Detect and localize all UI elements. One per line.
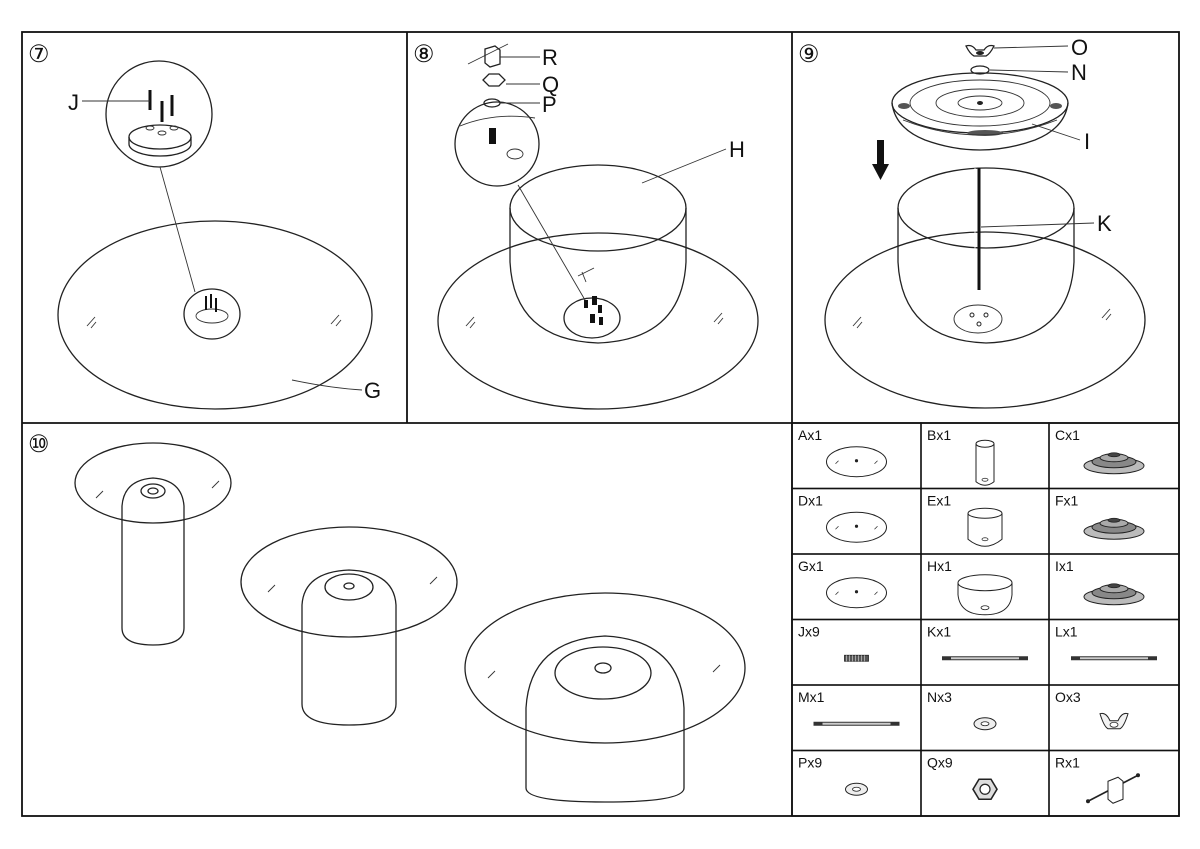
label-i: I	[1084, 129, 1090, 154]
assembled-table-medium	[240, 526, 458, 726]
part-label-i: Ix1	[1055, 558, 1074, 574]
leader-g	[291, 379, 363, 391]
step-7-panel: ⑦ J G	[28, 40, 381, 410]
part-cell-k: Kx1	[920, 618, 1050, 686]
base-plate-zoom	[128, 124, 192, 150]
part-cell-o: Ox3	[1048, 684, 1180, 752]
label-g: G	[364, 378, 381, 403]
label-o: O	[1071, 35, 1088, 60]
glass-top-icon	[826, 446, 887, 478]
part-label-m: Mx1	[798, 689, 825, 705]
part-cell-e: Ex1	[920, 487, 1050, 555]
bolts-j	[148, 90, 174, 122]
part-cell-d: Dx1	[791, 487, 922, 555]
down-arrow-icon	[872, 140, 889, 180]
threaded-rod-icon	[813, 721, 900, 726]
part-cell-a: Ax1	[791, 422, 922, 490]
label-q: Q	[542, 72, 559, 97]
label-p: P	[542, 92, 557, 117]
step-8-panel: ⑧ R Q P H	[413, 40, 759, 410]
hex-nut-q	[482, 73, 506, 87]
part-cell-r: Rx1	[1048, 749, 1180, 817]
short-bolt-icon	[844, 654, 869, 662]
part-cell-b: Bx1	[920, 422, 1050, 490]
part-cell-n: Nx3	[920, 684, 1050, 752]
part-cell-c: Cx1	[1048, 422, 1180, 490]
dome-base-top	[897, 167, 1075, 249]
glass-top	[824, 231, 1146, 409]
step-8-number: ⑧	[413, 40, 435, 68]
part-label-c: Cx1	[1055, 427, 1080, 443]
assembled-table-tall	[74, 442, 232, 646]
dome-base-h-body	[509, 208, 687, 344]
part-label-h: Hx1	[927, 558, 952, 574]
glass-reflection-marks	[86, 314, 342, 329]
part-label-n: Nx3	[927, 689, 952, 705]
part-cell-m: Mx1	[791, 684, 922, 752]
part-label-l: Lx1	[1055, 624, 1078, 640]
label-h: H	[729, 137, 745, 162]
part-cell-border	[1048, 749, 1180, 817]
part-cell-p: Px9	[791, 749, 922, 817]
short-dome-base-icon	[957, 574, 1013, 616]
part-label-e: Ex1	[927, 493, 951, 509]
socket-wrench-r	[467, 43, 509, 68]
wing-nut-icon	[1099, 712, 1129, 730]
part-label-o: Ox3	[1055, 689, 1081, 705]
hex-nut-icon	[972, 778, 998, 801]
assembled-table-large	[464, 592, 746, 803]
part-cell-h: Hx1	[920, 553, 1050, 621]
bolts-small	[205, 294, 217, 312]
step-10-number: ⑩	[28, 430, 50, 458]
part-cell-l: Lx1	[1048, 618, 1180, 686]
wing-nut-o	[965, 44, 995, 57]
part-label-f: Fx1	[1055, 493, 1079, 509]
part-label-k: Kx1	[927, 624, 951, 640]
leader-h	[641, 148, 727, 184]
medium-cylinder-base-icon	[967, 507, 1003, 547]
part-label-d: Dx1	[798, 493, 823, 509]
step-10-panel: ⑩	[28, 430, 746, 803]
glass-top-g	[57, 220, 373, 410]
base-plate-icon	[1083, 517, 1145, 540]
part-cell-f: Fx1	[1048, 487, 1180, 555]
step-7-number: ⑦	[28, 40, 50, 68]
dome-base-h-top	[509, 164, 687, 252]
tall-cylinder-base-icon	[975, 439, 995, 486]
label-r: R	[542, 45, 558, 70]
label-k: K	[1097, 211, 1112, 236]
part-label-a: Ax1	[798, 427, 822, 443]
step-9-number: ⑨	[798, 40, 820, 68]
zoom-circle	[454, 101, 540, 187]
glass-top-icon	[826, 511, 887, 543]
label-n: N	[1071, 60, 1087, 85]
glass-top-icon	[826, 577, 887, 609]
socket-wrench-icon	[1086, 773, 1140, 804]
part-label-q: Qx9	[927, 755, 953, 771]
washer-n	[970, 65, 990, 75]
part-cell-g: Gx1	[791, 553, 922, 621]
threaded-rod-icon	[1071, 656, 1157, 661]
part-label-p: Px9	[798, 755, 822, 771]
part-label-r: Rx1	[1055, 755, 1080, 771]
washer-icon	[845, 782, 868, 796]
threaded-rod-icon	[942, 656, 1028, 661]
label-j: J	[68, 90, 79, 115]
part-label-j: Jx9	[798, 624, 820, 640]
part-cell-j: Jx9	[791, 618, 922, 686]
part-label-b: Bx1	[927, 427, 951, 443]
washer-icon	[973, 717, 997, 731]
zoom-circle	[105, 60, 213, 168]
base-plate-icon	[1083, 583, 1145, 606]
base-plate-detail-circle	[183, 288, 241, 340]
part-label-g: Gx1	[798, 558, 824, 574]
base-plate-icon	[1083, 452, 1145, 475]
glass-top	[437, 232, 759, 410]
part-cell-q: Qx9	[920, 749, 1050, 817]
part-cell-i: Ix1	[1048, 553, 1180, 621]
base-plate-i	[891, 72, 1069, 151]
step-9-panel: ⑨ O	[798, 35, 1146, 409]
